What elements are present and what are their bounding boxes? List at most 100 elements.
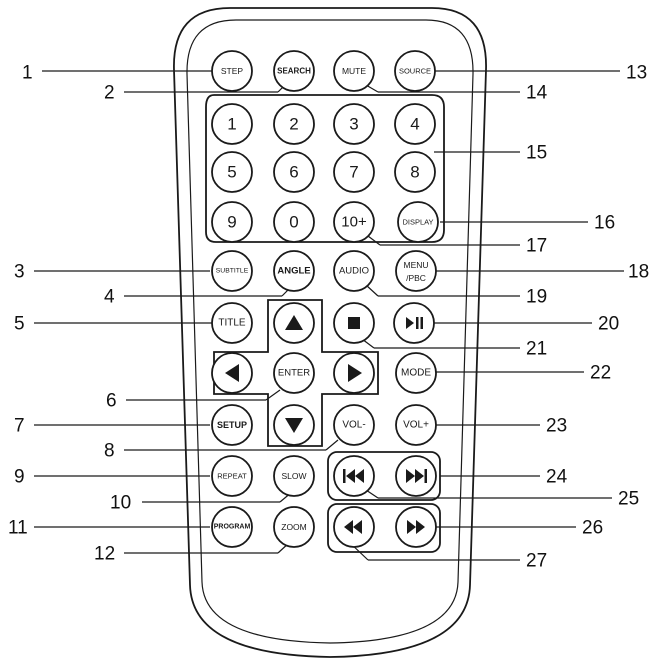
menu-label: MENU — [403, 260, 428, 270]
number-10plus-button[interactable]: 10+ — [333, 201, 375, 243]
zoom-button[interactable]: ZOOM — [273, 506, 315, 548]
number-0-label: 0 — [289, 213, 298, 232]
number-10plus-label: 10+ — [341, 214, 367, 231]
mute-button[interactable]: MUTE — [333, 50, 375, 92]
callout-number: 22 — [590, 363, 611, 384]
callout-number: 16 — [594, 213, 615, 234]
remote-body-outer — [173, 7, 487, 658]
setup-button[interactable]: SETUP — [211, 404, 253, 446]
next-button[interactable] — [395, 455, 437, 497]
zoom-button-label: ZOOM — [281, 522, 307, 532]
display-button-label: DISPLAY — [402, 218, 433, 227]
audio-button-label: AUDIO — [339, 266, 369, 277]
pbc-label: /PBC — [406, 273, 426, 283]
skip-next-icon — [406, 469, 427, 483]
number-8-label: 8 — [410, 163, 419, 182]
down-button[interactable] — [273, 404, 315, 446]
setup-button-label: SETUP — [217, 420, 247, 430]
subtitle-button[interactable]: SUBTITLE — [211, 250, 253, 292]
callout-lines — [34, 70, 624, 561]
callout-number: 6 — [106, 391, 117, 412]
search-button[interactable]: SEARCH — [273, 50, 315, 92]
number-3-label: 3 — [349, 115, 358, 134]
callout-number: 19 — [526, 287, 547, 308]
number-5-button[interactable]: 5 — [211, 151, 253, 193]
callout-number: 18 — [628, 262, 649, 283]
callout-number: 9 — [14, 467, 25, 488]
remote-body-inner — [186, 19, 474, 644]
slow-button-label: SLOW — [281, 471, 306, 481]
title-button[interactable]: TITLE — [211, 302, 253, 344]
number-1-label: 1 — [227, 115, 236, 134]
callout-number: 25 — [618, 489, 639, 510]
callout-number: 20 — [598, 314, 619, 335]
number-2-button[interactable]: 2 — [273, 103, 315, 145]
number-4-button[interactable]: 4 — [394, 103, 436, 145]
right-button[interactable] — [333, 352, 375, 394]
mode-button-label: MODE — [401, 368, 431, 379]
callout-number: 15 — [526, 143, 547, 164]
repeat-button[interactable]: REPEAT — [211, 455, 253, 497]
callout-number: 21 — [526, 339, 547, 360]
source-button[interactable]: SOURCE — [394, 50, 436, 92]
scan-group-outline — [327, 503, 441, 553]
callout-number: 23 — [546, 416, 567, 437]
callout-number: 4 — [104, 287, 115, 308]
number-0-button[interactable]: 0 — [273, 201, 315, 243]
mute-button-label: MUTE — [342, 66, 366, 76]
number-8-button[interactable]: 8 — [394, 151, 436, 193]
display-button[interactable]: DISPLAY — [397, 201, 439, 243]
fast-forward-button[interactable] — [395, 506, 437, 548]
volume-down-button[interactable]: VOL- — [333, 404, 375, 446]
callout-number: 3 — [14, 262, 25, 283]
audio-button[interactable]: AUDIO — [333, 250, 375, 292]
skip-previous-icon — [343, 469, 364, 483]
up-arrow-icon — [285, 315, 303, 330]
menu-pbc-button[interactable]: MENU /PBC — [395, 250, 437, 292]
number-pad-group-outline — [205, 94, 445, 243]
play-pause-icon — [406, 317, 423, 329]
number-1-button[interactable]: 1 — [211, 103, 253, 145]
number-9-button[interactable]: 9 — [211, 201, 253, 243]
play-pause-button[interactable] — [393, 302, 435, 344]
left-button[interactable] — [211, 352, 253, 394]
rewind-icon — [344, 520, 362, 534]
number-6-button[interactable]: 6 — [273, 151, 315, 193]
slow-button[interactable]: SLOW — [273, 455, 315, 497]
number-6-label: 6 — [289, 163, 298, 182]
callout-number: 11 — [8, 518, 28, 539]
enter-button-label: ENTER — [278, 368, 310, 379]
step-button[interactable]: STEP — [211, 50, 253, 92]
number-7-button[interactable]: 7 — [333, 151, 375, 193]
number-7-label: 7 — [349, 163, 358, 182]
mode-button[interactable]: MODE — [395, 352, 437, 394]
callout-number: 14 — [526, 83, 548, 104]
stop-button[interactable] — [333, 302, 375, 344]
enter-button[interactable]: ENTER — [273, 352, 315, 394]
callout-number: 12 — [94, 544, 115, 565]
number-9-label: 9 — [227, 213, 236, 232]
program-button[interactable]: PROGRAM — [211, 506, 253, 548]
source-button-label: SOURCE — [399, 67, 431, 76]
down-arrow-icon — [285, 418, 303, 433]
right-arrow-icon — [348, 364, 362, 382]
left-arrow-icon — [225, 364, 239, 382]
callout-number: 7 — [14, 416, 25, 437]
stop-icon — [348, 317, 360, 329]
angle-button[interactable]: ANGLE — [273, 250, 315, 292]
program-button-label: PROGRAM — [214, 524, 251, 531]
callout-number: 10 — [110, 493, 131, 514]
number-3-button[interactable]: 3 — [333, 103, 375, 145]
fast-forward-icon — [407, 520, 425, 534]
previous-button[interactable] — [333, 455, 375, 497]
callout-number: 24 — [546, 467, 568, 488]
repeat-button-label: REPEAT — [217, 472, 247, 481]
rewind-button[interactable] — [333, 506, 375, 548]
volume-up-button[interactable]: VOL+ — [395, 404, 437, 446]
search-button-label: SEARCH — [277, 67, 311, 76]
callout-number: 5 — [14, 314, 25, 335]
up-button[interactable] — [273, 302, 315, 344]
volume-down-label: VOL- — [342, 420, 365, 431]
title-button-label: TITLE — [218, 318, 246, 329]
